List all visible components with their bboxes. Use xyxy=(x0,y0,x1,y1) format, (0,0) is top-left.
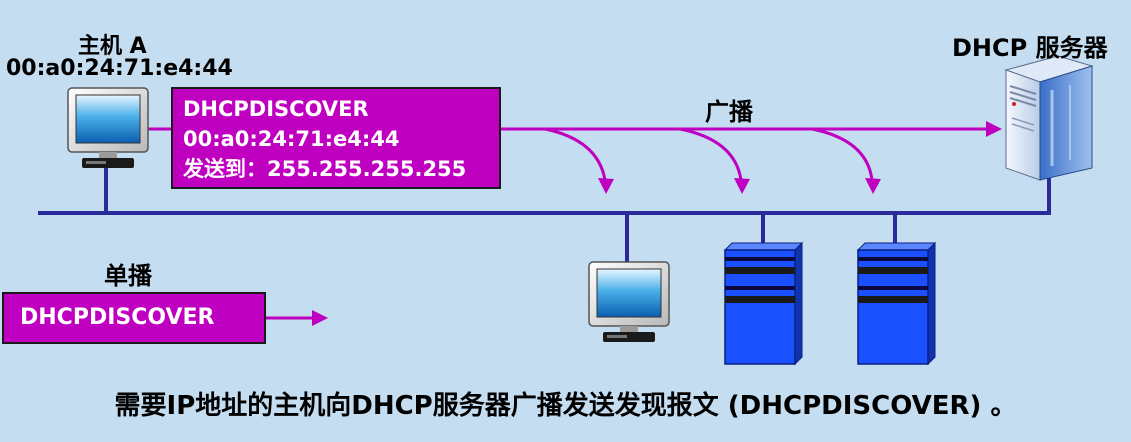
dhcp-server-tower-icon xyxy=(1004,55,1094,181)
client-computer-icon xyxy=(588,261,670,342)
dhcp-server-title: DHCP 服务器 xyxy=(952,34,1108,62)
unicast-label: 单播 xyxy=(104,262,152,290)
message-mac: 00:a0:24:71:e4:44 xyxy=(183,127,400,151)
host-a-mac-address: 00:a0:24:71:e4:44 xyxy=(6,56,233,81)
diagram-caption: 需要IP地址的主机向DHCP服务器广播发送发现报文 (DHCPDISCOVER)… xyxy=(114,391,1017,421)
broadcast-drop-arrow-2 xyxy=(679,127,750,194)
host-a-computer-icon xyxy=(67,87,149,168)
broadcast-drop-arrow-3 xyxy=(811,127,881,194)
dhcpdiscover-message-box: DHCPDISCOVER 00:a0:24:71:e4:44 发送到：255.2… xyxy=(171,87,501,189)
host-a-name: 主机 A xyxy=(78,34,147,59)
blue-server-icon-1 xyxy=(723,241,804,366)
unicast-arrow xyxy=(266,310,328,326)
broadcast-drop-arrow-1 xyxy=(544,127,614,194)
message-destination: 发送到：255.255.255.255 xyxy=(183,157,467,181)
blue-server-icon-2 xyxy=(856,241,937,366)
broadcast-label: 广播 xyxy=(705,98,753,126)
message-type: DHCPDISCOVER xyxy=(183,97,369,121)
unicast-message-box: DHCPDISCOVER xyxy=(2,292,266,344)
